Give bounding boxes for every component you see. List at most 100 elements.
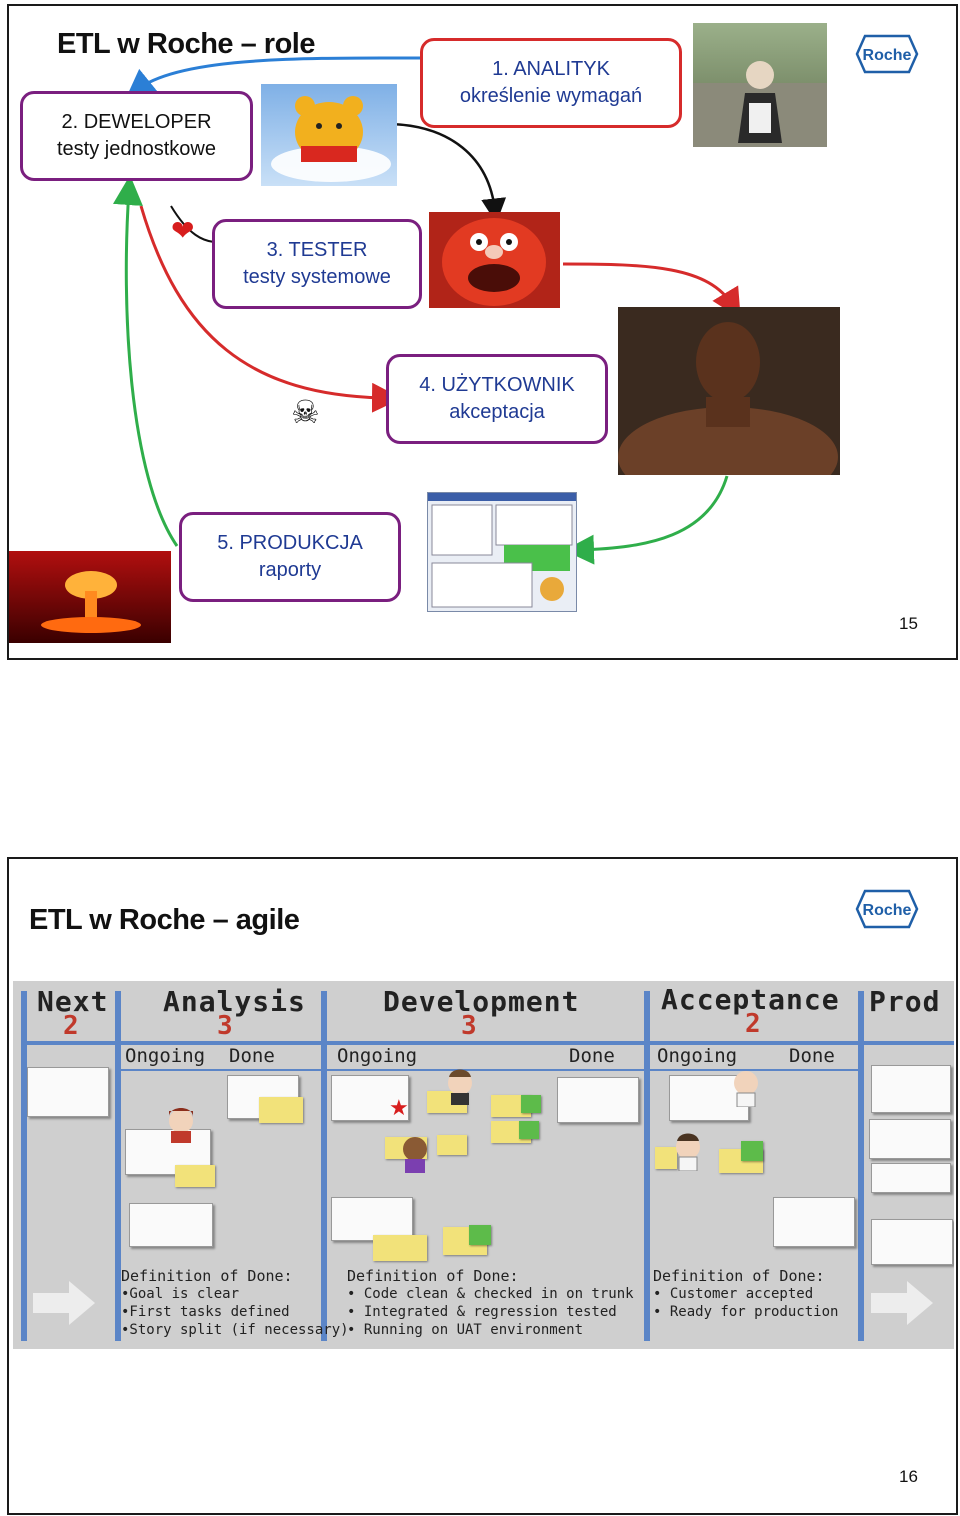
dod-item: •Story split (if necessary) [121, 1322, 349, 1338]
arrow-user-to-production [564, 475, 729, 565]
slide-roles: ETL w Roche – role 1. ANALITYK określeni… [7, 4, 958, 660]
column-analysis-title: Analysis [163, 985, 306, 1018]
team-member-avatar [676, 1133, 700, 1171]
role-tester-title: 3. TESTER [266, 239, 368, 261]
role-developer-box: 2. DEWELOPER testy jednostkowe [20, 91, 253, 181]
team-member-avatar [734, 1071, 758, 1107]
dod-item: • Ready for production [653, 1304, 839, 1320]
dod-title: Definition of Done: [653, 1267, 825, 1285]
page-number: 16 [899, 1467, 918, 1486]
story-card [871, 1219, 953, 1265]
analysis-done-label: Done [229, 1045, 275, 1067]
dod-title: Definition of Done: [121, 1267, 293, 1285]
column-divider [21, 991, 27, 1341]
story-card [331, 1075, 409, 1121]
development-ongoing-label: Ongoing [337, 1045, 418, 1067]
role-analyst-box: 1. ANALITYK określenie wymagań [420, 38, 682, 128]
role-developer-desc: testy jednostkowe [57, 138, 216, 160]
arrow-developer-to-user [139, 205, 402, 413]
analysis-ongoing-label: Ongoing [125, 1045, 206, 1067]
bear-cartoon-image [261, 84, 397, 186]
role-production-desc: raporty [258, 559, 322, 581]
app-screenshot-image [427, 492, 577, 612]
arrow-analyst-to-tester [390, 122, 507, 224]
sticky-note [519, 1121, 539, 1139]
sticky-note [469, 1225, 491, 1245]
column-divider [115, 991, 121, 1341]
role-user-box: 4. UŻYTKOWNIK akceptacja [386, 354, 608, 444]
development-done-label: Done [569, 1045, 615, 1067]
definition-of-done-development: Definition of Done: • Code clean & check… [347, 1267, 634, 1339]
story-card [871, 1163, 951, 1193]
sticky-note [655, 1147, 677, 1169]
story-card [557, 1077, 639, 1123]
star-icon: ★ [389, 1095, 409, 1120]
dod-item: •First tasks defined [121, 1304, 290, 1320]
team-member-avatar [403, 1137, 427, 1173]
role-tester-desc: testy systemowe [243, 266, 391, 288]
column-next-limit: 2 [63, 1011, 79, 1041]
dod-item: •Goal is clear [121, 1286, 240, 1302]
acceptance-done-label: Done [789, 1045, 835, 1067]
guru-photo [693, 23, 827, 147]
arrow-analyst-to-developer [125, 56, 422, 100]
role-developer-title: 2. DEWELOPER [61, 111, 212, 133]
arrow-tester-to-user [562, 262, 741, 319]
role-production-box: 5. PRODUKCJA raporty [179, 512, 401, 602]
roche-logo-text: Roche [863, 47, 912, 64]
explosion-photo [9, 551, 171, 643]
definition-of-done-analysis: Definition of Done: •Goal is clear •Firs… [121, 1267, 349, 1339]
column-prod-title: Prod [869, 985, 941, 1018]
arrow-production-to-developer [113, 175, 179, 547]
kanban-board: Next 2 Analysis 3 Development 3 Acceptan… [13, 981, 954, 1349]
column-acceptance-limit: 2 [745, 1009, 761, 1039]
roche-logo-text: Roche [863, 902, 912, 919]
column-divider [858, 991, 864, 1341]
slide-title: ETL w Roche – agile [29, 904, 300, 936]
role-tester-box: 3. TESTER testy systemowe [212, 219, 422, 309]
workflow-arrows [113, 56, 741, 565]
sticky-note [175, 1165, 215, 1187]
dod-item: • Customer accepted [653, 1286, 814, 1302]
flow-arrow-icon [871, 1281, 933, 1325]
arrow-developer-to-tester [170, 205, 215, 243]
story-card [869, 1119, 951, 1159]
column-divider [644, 991, 650, 1341]
header-divider [21, 1041, 954, 1045]
boxer-photo [618, 307, 840, 475]
dod-item: • Running on UAT environment [347, 1322, 584, 1338]
story-card [773, 1197, 855, 1247]
page-number: 15 [899, 614, 918, 633]
column-divider [321, 991, 327, 1341]
definition-of-done-acceptance: Definition of Done: • Customer accepted … [653, 1267, 838, 1321]
column-development-title: Development [383, 985, 580, 1018]
muppet-animal-image [429, 212, 560, 308]
role-analyst-desc: określenie wymagań [459, 85, 643, 107]
acceptance-ongoing-label: Ongoing [657, 1045, 738, 1067]
sticky-note [437, 1135, 467, 1155]
sticky-note [741, 1141, 763, 1161]
flow-arrow-icon [33, 1281, 95, 1325]
sticky-note [521, 1095, 541, 1113]
team-member-avatar [448, 1069, 472, 1105]
role-analyst-title: 1. ANALITYK [492, 58, 610, 80]
slide-title: ETL w Roche – role [57, 28, 315, 60]
story-card [871, 1065, 951, 1113]
dod-item: • Code clean & checked in on trunk [347, 1286, 634, 1302]
sticky-note [259, 1097, 303, 1123]
sticky-note [373, 1235, 427, 1261]
dod-title: Definition of Done: [347, 1267, 519, 1285]
column-development-limit: 3 [461, 1011, 477, 1041]
roche-logo: Roche [855, 889, 919, 929]
team-member-avatar [169, 1108, 193, 1143]
skull-crossbones-icon: ☠ [291, 394, 320, 430]
heart-icon: ❤ [171, 215, 195, 246]
column-next-title: Next [37, 985, 109, 1018]
story-card [129, 1203, 213, 1247]
column-acceptance-title: Acceptance [661, 983, 840, 1016]
dod-item: • Integrated & regression tested [347, 1304, 617, 1320]
story-card [27, 1067, 109, 1117]
story-card [331, 1197, 413, 1241]
roche-logo: Roche [855, 34, 919, 74]
role-user-desc: akceptacja [449, 401, 545, 423]
